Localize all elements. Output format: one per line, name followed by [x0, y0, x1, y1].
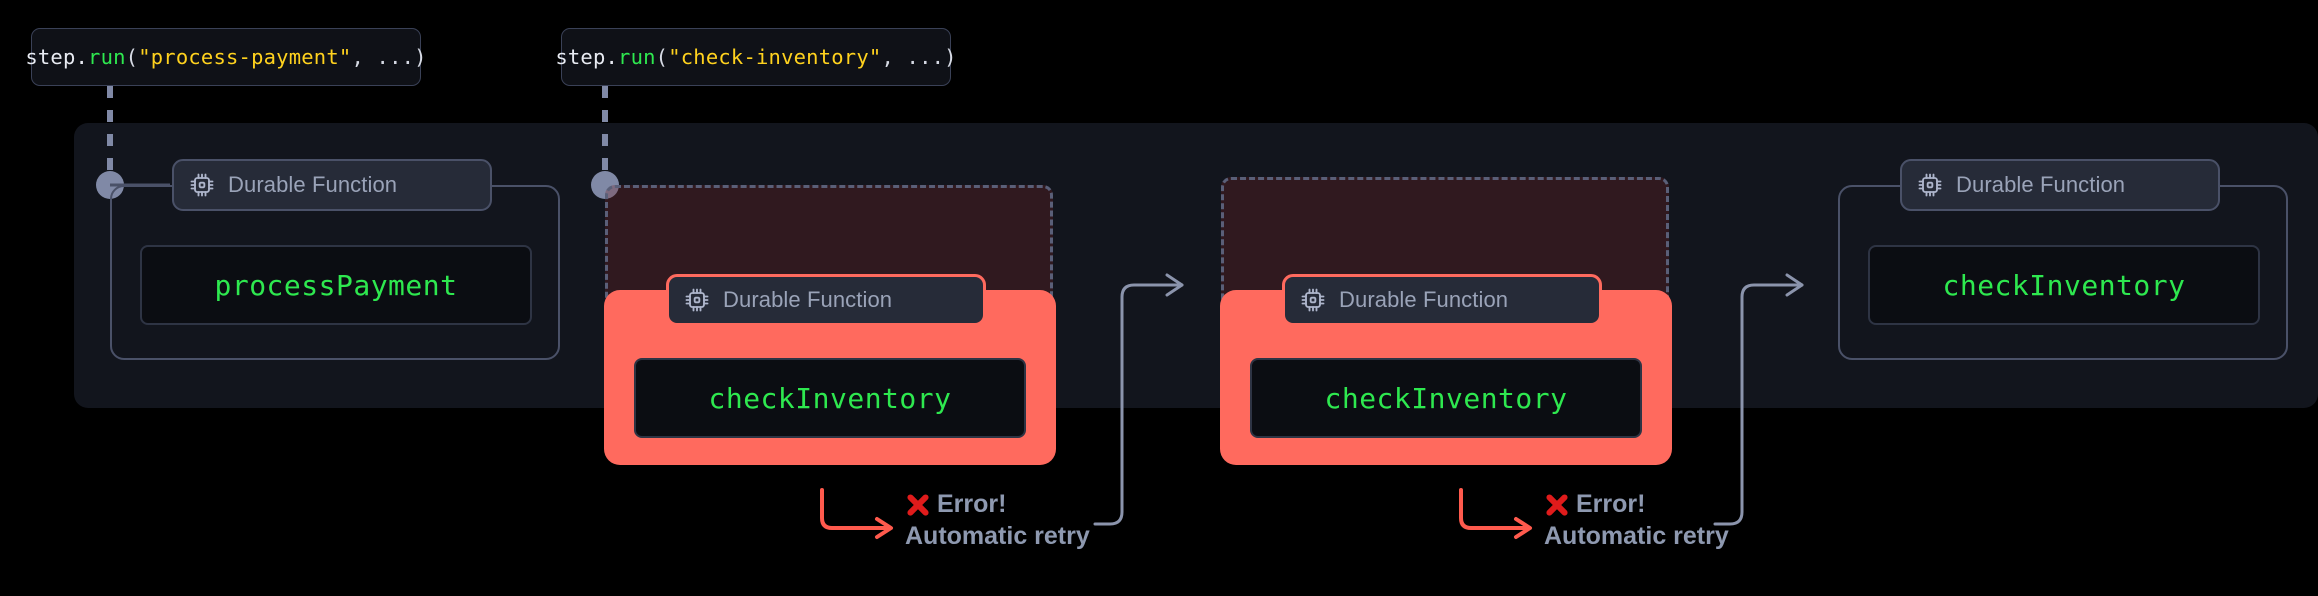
callout-check-inventory: step.run("check-inventory", ...)	[555, 28, 957, 86]
function-name: checkInventory	[1324, 381, 1568, 415]
error-title: Error!	[1576, 490, 1646, 518]
cpu-chip-icon	[685, 288, 709, 312]
callout-process-payment: step.run("process-payment", ...)	[25, 28, 427, 86]
durable-function-badge-3: Durable Function	[1282, 274, 1602, 326]
durable-function-badge-label: Durable Function	[228, 172, 398, 197]
durable-function-badge-label: Durable Function	[1339, 287, 1509, 312]
function-box-check-inventory-3: checkInventory	[1868, 245, 2260, 325]
code-token-method: run	[618, 45, 656, 69]
cpu-chip-icon	[1301, 288, 1325, 312]
function-box-process-payment: processPayment	[140, 245, 532, 325]
function-box-check-inventory-1: checkInventory	[634, 358, 1026, 438]
cpu-chip-icon	[190, 173, 214, 197]
function-name: checkInventory	[1942, 268, 2186, 302]
cross-mark-icon	[907, 493, 929, 516]
durable-function-badge-2: Durable Function	[666, 274, 986, 326]
error-elbow-2	[1459, 488, 1531, 530]
code-token-object: step	[555, 45, 606, 69]
code-token-object: step	[25, 45, 76, 69]
function-name: checkInventory	[708, 381, 952, 415]
durable-function-badge-label: Durable Function	[1956, 172, 2126, 197]
error-title: Error!	[937, 490, 1007, 518]
error-elbow-1	[820, 488, 892, 530]
function-name: processPayment	[214, 268, 458, 302]
error-subtitle: Automatic retry	[905, 522, 1090, 550]
function-box-check-inventory-2: checkInventory	[1250, 358, 1642, 438]
code-token-open-paren: (	[125, 45, 139, 69]
durable-function-badge-4: Durable Function	[1900, 159, 2220, 211]
code-token-dot: .	[605, 45, 619, 69]
code-token-arg: "check-inventory"	[668, 45, 882, 69]
durable-function-badge-1: Durable Function	[172, 159, 492, 211]
code-token-arg: "process-payment"	[138, 45, 352, 69]
code-token-rest: , ...)	[351, 45, 427, 69]
cross-mark-icon	[1546, 493, 1568, 516]
error-annotation-2: Error! Automatic retry	[1544, 490, 1729, 551]
cpu-chip-icon	[1918, 173, 1942, 197]
code-token-rest: , ...)	[881, 45, 957, 69]
code-token-method: run	[88, 45, 126, 69]
code-token-open-paren: (	[655, 45, 669, 69]
error-subtitle: Automatic retry	[1544, 522, 1729, 550]
code-token-dot: .	[75, 45, 89, 69]
durable-function-badge-label: Durable Function	[723, 287, 893, 312]
error-annotation-1: Error! Automatic retry	[905, 490, 1090, 551]
error-arrowhead-1	[875, 517, 893, 539]
error-arrowhead-2	[1514, 517, 1532, 539]
